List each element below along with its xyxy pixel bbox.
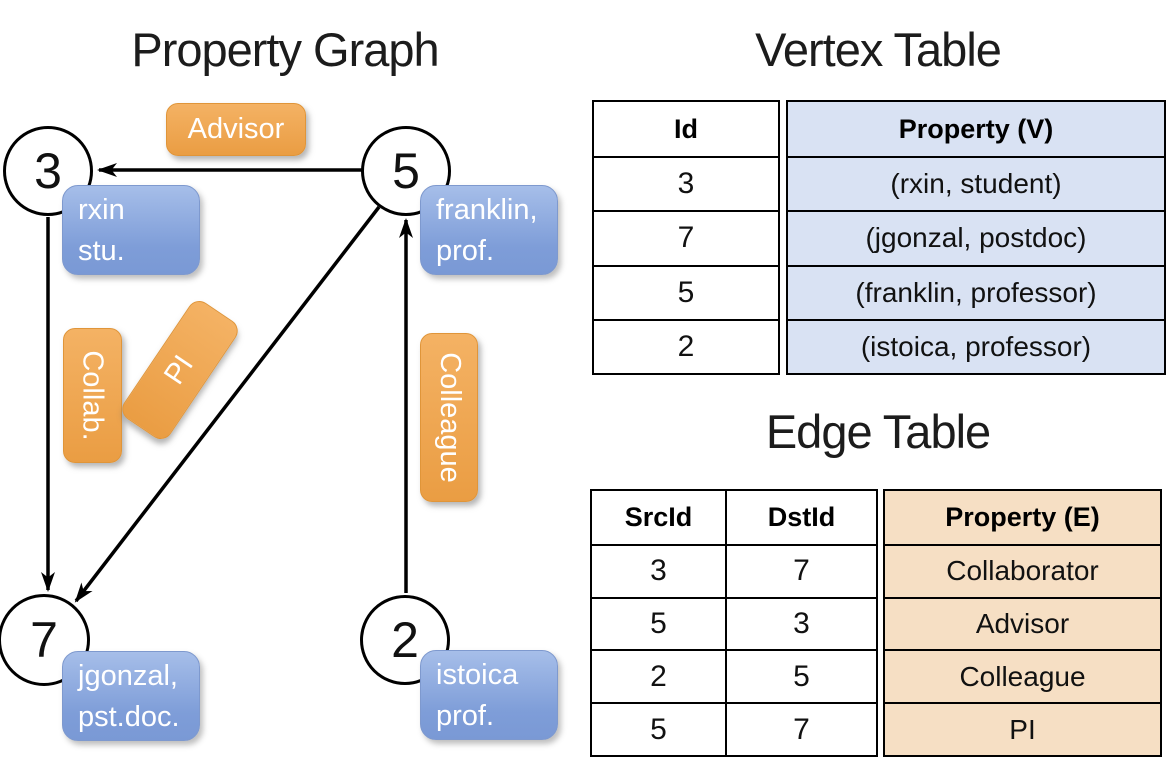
edge-pi-5-to-7	[74, 205, 381, 603]
edge-row-dst: 7	[725, 543, 876, 597]
node-circle-5: 5	[361, 126, 451, 216]
vertex-table-id-column: Id 3 7 5 2	[592, 100, 780, 375]
edge-label-text: PI	[158, 349, 201, 391]
edge-label-colleague: Colleague	[420, 333, 478, 502]
edge-label-text: Colleague	[433, 352, 466, 483]
edge-label-advisor: Advisor	[166, 103, 306, 156]
edge-table-title: Edge Table	[765, 405, 991, 458]
edge-label-collab: Collab.	[63, 328, 122, 463]
vertex-row-property: (franklin, professor)	[788, 264, 1164, 319]
vertex-row-property: (istoica, professor)	[788, 318, 1164, 373]
vertex-property-line: stu.	[78, 235, 125, 267]
edge-row-dst: 3	[725, 596, 876, 650]
edge-row-src: 2	[592, 649, 725, 702]
edge-row-src: 3	[592, 543, 725, 597]
property-graph-title: Property Graph	[131, 23, 439, 76]
edge-row-property: Collaborator	[885, 543, 1160, 597]
edge-row-src: 5	[592, 702, 725, 755]
vertex-property-line: prof.	[436, 235, 495, 267]
vertex-property-line: prof.	[436, 700, 495, 732]
vertex-row-property: (rxin, student)	[788, 156, 1164, 210]
edge-table-property-header: Property (E)	[945, 501, 1100, 532]
node-circle-2: 2	[360, 595, 450, 685]
edge-row-src: 5	[592, 596, 725, 650]
vertex-table-title: Vertex Table	[755, 23, 1002, 76]
vertex-property-line: jgonzal,	[78, 660, 178, 692]
edge-label-text: Collab.	[77, 350, 109, 441]
edge-label-text: Advisor	[187, 113, 285, 145]
edge-table-id-columns: SrcId DstId 3 7 5 3 2 5 5 7	[590, 489, 878, 757]
vertex-table-property-column: Property (V) (rxin, student) (jgonzal, p…	[786, 100, 1166, 375]
edge-row-property: Colleague	[885, 649, 1160, 702]
vertex-property-line: rxin	[78, 194, 125, 226]
vertex-table-property-header: Property (V)	[898, 113, 1054, 144]
edge-row-property: Advisor	[885, 596, 1160, 650]
edge-table-src-header: SrcId	[624, 501, 693, 532]
vertex-property-box-5: franklin, prof.	[420, 185, 558, 275]
vertex-row-id: 5	[594, 264, 778, 319]
graph-edges	[41, 163, 413, 603]
edge-table-dst-header: DstId	[725, 491, 876, 544]
vertex-property-box-3: rxin stu.	[62, 185, 200, 275]
edge-table-property-column: Property (E) Collaborator Advisor Collea…	[883, 489, 1162, 757]
edge-row-dst: 7	[725, 702, 876, 755]
vertex-row-id: 2	[594, 318, 778, 373]
edge-row-dst: 5	[725, 649, 876, 703]
vertex-row-property: (jgonzal, postdoc)	[788, 210, 1164, 264]
vertex-row-id: 3	[594, 156, 778, 210]
vertex-table-id-header: Id	[674, 113, 698, 144]
edge-row-property: PI	[885, 702, 1160, 755]
vertex-property-box-2: istoica prof.	[420, 650, 558, 740]
vertex-property-line: istoica	[436, 659, 519, 691]
vertex-property-line: franklin,	[436, 194, 538, 226]
vertex-property-line: pst.doc.	[78, 701, 180, 733]
vertex-row-id: 7	[594, 210, 778, 264]
vertex-property-box-7: jgonzal, pst.doc.	[62, 651, 200, 741]
